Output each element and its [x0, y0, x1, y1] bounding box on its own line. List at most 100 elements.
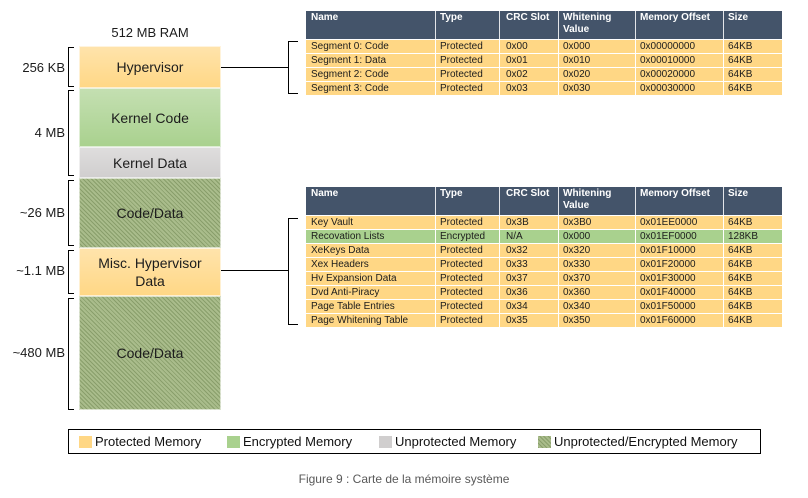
table-cell-type: Encrypted [436, 230, 500, 243]
legend-item-encrypted: Encrypted Memory [227, 430, 352, 453]
table-cell-memory-offset: 0x01F50000 [636, 300, 724, 313]
column-header-name: Name [306, 11, 436, 39]
table-cell-name: Dvd Anti-Piracy [306, 286, 436, 299]
hypervisor-segments-table: Name Type CRC Slot Whitening Value Memor… [306, 11, 782, 95]
table-cell-memory-offset: 0x01EE0000 [636, 216, 724, 229]
column-header-name: Name [306, 187, 436, 215]
legend-swatch [79, 435, 92, 448]
legend-item-unprotected: Unprotected Memory [379, 430, 516, 453]
table-cell-memory-offset: 0x00010000 [636, 54, 724, 67]
table-cell-name: Segment 0: Code [306, 40, 436, 53]
table-cell-size: 64KB [728, 83, 753, 94]
table-cell-name: Xex Headers [306, 258, 436, 271]
table-cell-type: Protected [436, 286, 500, 299]
size-label-code-data-1: ~26 MB [19, 205, 65, 220]
size-label-hypervisor: 256 KB [22, 60, 65, 75]
table-cell-crc-slot: 0x37 [500, 272, 559, 285]
table-cell-whitening-value: 0x000 [559, 230, 636, 243]
table-cell-type: Protected [436, 314, 500, 327]
column-header-size: Size [728, 12, 749, 23]
figure-caption: Figure 9 : Carte de la mémoire système [298, 472, 510, 486]
table-cell-crc-slot: 0x03 [500, 82, 559, 95]
connector-line-misc-hypervisor-data [221, 270, 288, 271]
table-cell-memory-offset: 0x01F30000 [636, 272, 724, 285]
size-bracket [68, 250, 74, 294]
connector-bracket-hypervisor [288, 41, 298, 94]
table-header-row: Name Type CRC Slot Whitening Value Memor… [306, 11, 782, 39]
table-cell-name: Hv Expansion Data [306, 272, 436, 285]
size-label-misc-hypervisor-data: ~1.1 MB [16, 263, 65, 278]
column-header-crc-slot: CRC Slot [500, 11, 559, 39]
memory-block-code-data-1: Code/Data [79, 178, 221, 248]
table-cell-crc-slot: 0x33 [500, 258, 559, 271]
table-cell-size: 64KB [728, 55, 753, 66]
legend-label: Protected Memory [95, 433, 202, 449]
table-cell-crc-slot: 0x00 [500, 40, 559, 53]
ram-title: 512 MB RAM [111, 25, 189, 40]
column-header-crc-slot: CRC Slot [500, 187, 559, 215]
table-cell-type: Protected [436, 300, 500, 313]
table-cell-memory-offset: 0x01F40000 [636, 286, 724, 299]
table-cell-type: Protected [436, 216, 500, 229]
table-cell-name: Segment 1: Data [306, 54, 436, 67]
table-cell-size: 64KB [728, 273, 753, 284]
table-cell-name: XeKeys Data [306, 244, 436, 257]
column-header-memory-offset: Memory Offset [636, 11, 724, 39]
size-bracket [68, 90, 74, 176]
table-cell-name: Segment 2: Code [306, 68, 436, 81]
size-bracket [68, 180, 74, 246]
table-cell-size: 64KB [728, 69, 753, 80]
memory-block-kernel-code: Kernel Code [79, 88, 221, 147]
table-cell-name: Page Whitening Table [306, 314, 436, 327]
legend-item-unprotected-encrypted: Unprotected/Encrypted Memory [538, 430, 738, 453]
memory-block-label: Kernel Code [111, 109, 189, 126]
table-cell-memory-offset: 0x01F60000 [636, 314, 724, 327]
table-cell-memory-offset: 0x00000000 [636, 40, 724, 53]
column-header-type: Type [436, 187, 500, 215]
table-cell-whitening-value: 0x360 [559, 286, 636, 299]
table-cell-memory-offset: 0x00020000 [636, 68, 724, 81]
memory-block-hypervisor: Hypervisor [79, 46, 221, 88]
table-cell-size: 64KB [728, 287, 753, 298]
table-cell-whitening-value: 0x340 [559, 300, 636, 313]
memory-block-label: Hypervisor [116, 59, 184, 75]
table-cell-name: Page Table Entries [306, 300, 436, 313]
column-header-size: Size [728, 188, 749, 199]
table-cell-whitening-value: 0x010 [559, 54, 636, 67]
table-cell-whitening-value: 0x370 [559, 272, 636, 285]
memory-block-label: Code/Data [116, 205, 184, 221]
table-cell-memory-offset: 0x01F10000 [636, 244, 724, 257]
table-cell-size: 64KB [728, 41, 753, 52]
legend-item-protected: Protected Memory [79, 430, 201, 453]
table-cell-crc-slot: 0x36 [500, 286, 559, 299]
misc-hypervisor-data-table: Name Type CRC Slot Whitening Value Memor… [306, 187, 782, 327]
table-cell-type: Protected [436, 258, 500, 271]
memory-block-label: Kernel Data [113, 154, 187, 171]
memory-block-label: Misc. Hypervisor Data [98, 255, 202, 289]
legend-swatch [538, 435, 551, 448]
table-cell-name: Recovation Lists [306, 230, 436, 243]
table-cell-whitening-value: 0x3B0 [559, 216, 636, 229]
size-label-code-data-2: ~480 MB [12, 345, 65, 360]
legend-label: Unprotected Memory [395, 433, 517, 449]
size-label-kernel: 4 MB [34, 125, 65, 140]
size-bracket [68, 298, 74, 410]
table-cell-size: 64KB [728, 259, 753, 270]
table-cell-crc-slot: 0x02 [500, 68, 559, 81]
table-cell-type: Protected [436, 82, 500, 95]
table-cell-size: 64KB [728, 245, 753, 256]
table-cell-crc-slot: 0x34 [500, 300, 559, 313]
table-cell-name: Segment 3: Code [306, 82, 436, 95]
table-cell-crc-slot: 0x35 [500, 314, 559, 327]
memory-block-code-data-2: Code/Data [79, 296, 221, 410]
connector-bracket-misc-hypervisor-data [288, 218, 298, 325]
